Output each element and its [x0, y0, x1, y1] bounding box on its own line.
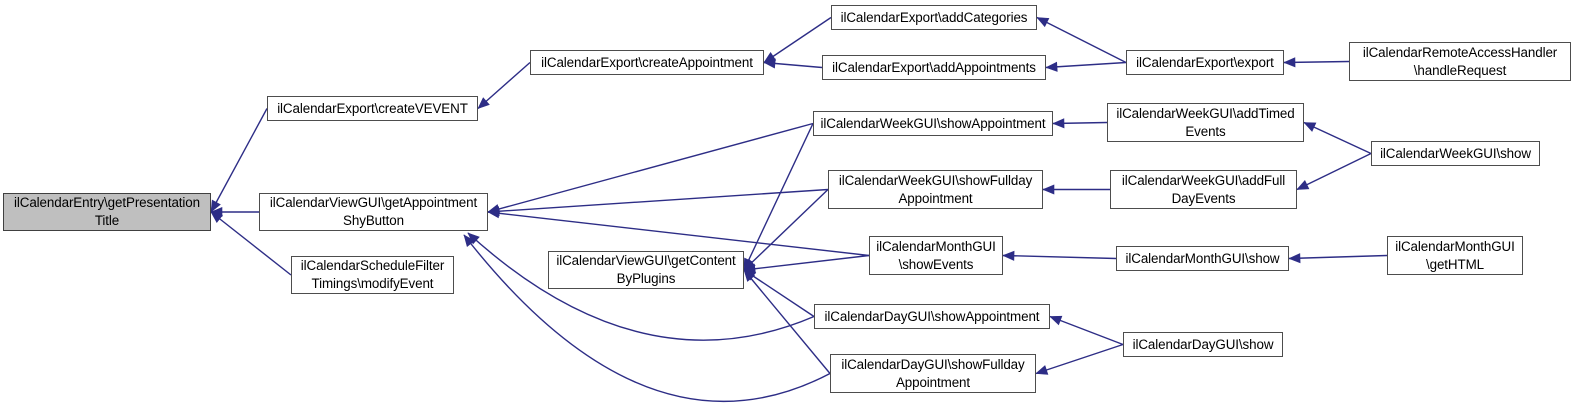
edge-weekShowFulldayAppointment-to-getContentByPlugins	[743, 188, 829, 271]
arrowhead-addAppointments-to-createAppointment	[763, 58, 776, 69]
graph-node-getAppointmentShyButton[interactable]: ilCalendarViewGUI\getAppointment ShyButt…	[259, 193, 488, 231]
graph-node-getPresentationTitle[interactable]: ilCalendarEntry\getPresentation Title	[3, 193, 211, 231]
arrowhead-createVEVENT-to-getPresentationTitle	[210, 199, 221, 213]
graph-node-weekShowFulldayAppointment[interactable]: ilCalendarWeekGUI\showFullday Appointmen…	[828, 170, 1043, 209]
arrowhead-dayShowFulldayAppointment-to-getAppointmentShyButton	[463, 234, 475, 248]
arrowhead-monthShowEvents-to-getAppointmentShyButton	[487, 208, 500, 219]
graph-node-addFullDayEvents[interactable]: ilCalendarWeekGUI\addFull DayEvents	[1110, 170, 1297, 209]
arrowhead-remoteAccessHandler-to-export	[1283, 57, 1296, 68]
graph-node-dayShowAppointment[interactable]: ilCalendarDayGUI\showAppointment	[814, 304, 1050, 329]
graph-node-dayShowFulldayAppointment[interactable]: ilCalendarDayGUI\showFullday Appointment	[830, 354, 1036, 393]
arrowhead-weekShow-to-addTimedEvents	[1303, 122, 1317, 132]
graph-node-addCategories[interactable]: ilCalendarExport\addCategories	[831, 5, 1037, 30]
arrowhead-monthGetHTML-to-monthShow	[1288, 253, 1301, 264]
graph-node-monthGetHTML[interactable]: ilCalendarMonthGUI \getHTML	[1387, 236, 1523, 275]
arrowhead-export-to-addAppointments	[1045, 61, 1058, 72]
edge-createVEVENT-to-getPresentationTitle	[210, 108, 268, 213]
edge-dayShowFulldayAppointment-to-getContentByPlugins	[743, 269, 831, 374]
edge-weekShowAppointment-to-getContentByPlugins	[743, 123, 814, 271]
graph-node-weekShowAppointment[interactable]: ilCalendarWeekGUI\showAppointment	[813, 111, 1053, 136]
edge-weekShow-to-addTimedEvents	[1303, 121, 1372, 155]
edge-dayShowFulldayAppointment-to-getAppointmentShyButton	[463, 234, 831, 402]
edge-dayShow-to-dayShowAppointment	[1049, 315, 1124, 346]
graph-node-modifyEvent[interactable]: ilCalendarScheduleFilter Timings\modifyE…	[291, 256, 454, 294]
edge-monthShow-to-monthShowEvents	[1002, 254, 1117, 260]
edge-export-to-addCategories	[1036, 16, 1127, 64]
arrowhead-weekShow-to-addFullDayEvents	[1296, 180, 1310, 190]
edges-group	[210, 16, 1388, 402]
edge-dayShowAppointment-to-getAppointmentShyButton	[467, 232, 815, 341]
edge-monthShowEvents-to-getAppointmentShyButton	[487, 211, 870, 257]
arrowhead-export-to-addCategories	[1036, 17, 1050, 28]
arrowhead-addFullDayEvents-to-weekShowFulldayAppointment	[1042, 184, 1055, 195]
edge-monthGetHTML-to-monthShow	[1288, 254, 1388, 260]
graph-node-addAppointments[interactable]: ilCalendarExport\addAppointments	[822, 55, 1046, 80]
graph-node-getContentByPlugins[interactable]: ilCalendarViewGUI\getContent ByPlugins	[548, 251, 744, 289]
edge-createAppointment-to-createVEVENT	[477, 61, 531, 110]
edge-addCategories-to-createAppointment	[763, 16, 832, 64]
edge-dayShowAppointment-to-getContentByPlugins	[743, 269, 815, 318]
edge-export-to-addAppointments	[1045, 61, 1127, 69]
arrowhead-dayShow-to-dayShowAppointment	[1049, 315, 1063, 326]
arrowhead-monthShow-to-monthShowEvents	[1002, 250, 1015, 261]
graph-node-export[interactable]: ilCalendarExport\export	[1126, 50, 1284, 75]
graph-node-addTimedEvents[interactable]: ilCalendarWeekGUI\addTimed Events	[1107, 103, 1304, 142]
arrowhead-addTimedEvents-to-weekShowAppointment	[1052, 118, 1065, 129]
graph-node-createVEVENT[interactable]: ilCalendarExport\createVEVENT	[267, 96, 478, 121]
graph-node-remoteAccessHandler[interactable]: ilCalendarRemoteAccessHandler \handleReq…	[1349, 42, 1571, 81]
graph-node-monthShow[interactable]: ilCalendarMonthGUI\show	[1116, 246, 1289, 271]
graph-node-monthShowEvents[interactable]: ilCalendarMonthGUI \showEvents	[869, 236, 1003, 275]
arrowhead-modifyEvent-to-getPresentationTitle	[210, 211, 224, 223]
edge-monthShowEvents-to-getContentByPlugins	[743, 254, 870, 271]
arrowhead-dayShowFulldayAppointment-to-getContentByPlugins	[743, 269, 756, 282]
edge-weekShow-to-addFullDayEvents	[1296, 152, 1372, 191]
arrowhead-createAppointment-to-createVEVENT	[477, 97, 490, 110]
edge-weekShowFulldayAppointment-to-getAppointmentShyButton	[487, 188, 829, 213]
arrowhead-dayShow-to-dayShowFulldayAppointment	[1035, 365, 1049, 375]
edge-weekShowAppointment-to-getAppointmentShyButton	[487, 122, 814, 213]
graph-node-dayShow[interactable]: ilCalendarDayGUI\show	[1123, 332, 1283, 357]
graph-node-weekShow[interactable]: ilCalendarWeekGUI\show	[1371, 141, 1540, 166]
edge-dayShow-to-dayShowFulldayAppointment	[1035, 343, 1124, 375]
edge-modifyEvent-to-getPresentationTitle	[210, 211, 292, 276]
graph-node-createAppointment[interactable]: ilCalendarExport\createAppointment	[530, 50, 764, 75]
